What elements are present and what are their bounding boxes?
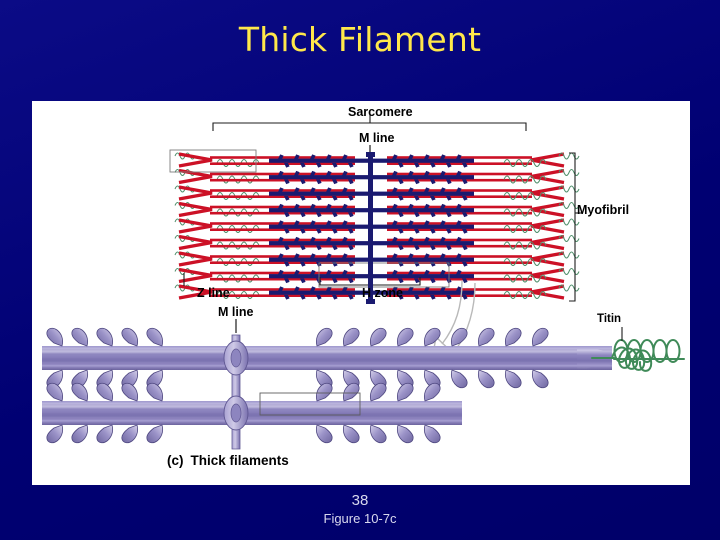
sarcomere-row — [174, 201, 580, 218]
sarcomere-row — [174, 201, 580, 218]
sarcomere-schematic — [169, 115, 583, 361]
sarcomere-row — [174, 185, 580, 201]
sarcomere-row — [174, 152, 580, 168]
caption-text: Thick filaments — [190, 453, 289, 468]
m-line-structure-bottom — [223, 334, 249, 450]
sarcomere-row — [174, 267, 580, 284]
page-title: Thick Filament — [238, 20, 482, 59]
thick-filament-lower — [42, 382, 462, 444]
sarcomere-row — [174, 152, 580, 168]
sarcomere-row — [174, 185, 580, 201]
figure-illustration — [42, 115, 685, 450]
label-m-line-top: M line — [359, 131, 395, 145]
thick-filament-upper — [42, 327, 612, 389]
page-number: 38 — [351, 492, 369, 509]
figure-caption: (c) Thick filaments — [167, 453, 289, 468]
detail-box-middle — [318, 262, 450, 288]
detail-box-lower — [259, 392, 361, 416]
label-myofibril: Myofibril — [577, 203, 630, 217]
myofibril-bracket — [569, 152, 583, 302]
label-m-line-bottom: M line — [218, 305, 254, 319]
detail-box-left — [169, 149, 257, 173]
sarcomere-row — [174, 251, 580, 267]
sarcomere-rows — [174, 152, 580, 300]
label-z-line: Z line — [197, 286, 230, 300]
sarcomere-row — [174, 234, 580, 251]
figure-number: Figure 10-7c — [323, 511, 397, 526]
figure-panel: Sarcomere M line Myofibril Z line H zone… — [32, 101, 690, 485]
label-h-zone: H zone — [362, 286, 403, 300]
sarcomere-bracket — [212, 115, 527, 131]
label-sarcomere: Sarcomere — [348, 105, 413, 119]
sarcomere-row — [174, 267, 580, 284]
sarcomere-row — [174, 218, 580, 234]
sarcomere-row — [174, 234, 580, 251]
thick-filament-detail — [42, 319, 685, 450]
sarcomere-row — [174, 251, 580, 267]
m-line-bar-top — [368, 154, 373, 302]
sarcomere-row — [174, 218, 580, 234]
caption-marker: (c) — [167, 453, 184, 468]
label-titin: Titin — [597, 313, 622, 325]
titin-coil-extra — [613, 339, 685, 363]
